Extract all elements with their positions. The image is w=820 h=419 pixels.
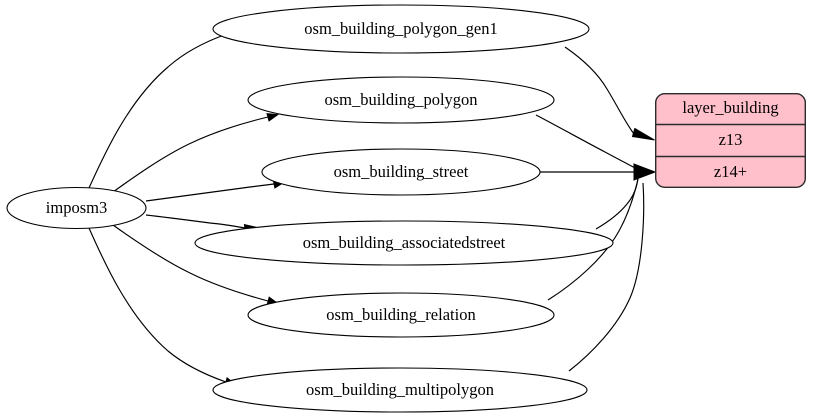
layer-building-z14plus-label: z14+ xyxy=(714,162,747,181)
edge-imposm3-to-street xyxy=(145,183,275,202)
osm-building-relation-label: osm_building_relation xyxy=(326,305,475,324)
osm-building-polygon-gen1-label: osm_building_polygon_gen1 xyxy=(304,19,497,38)
edge-polygon-to-z14plus xyxy=(535,114,636,169)
osm-building-polygon-label: osm_building_polygon xyxy=(324,90,477,109)
node-osm-building-multipolygon[interactable]: osm_building_multipolygon xyxy=(212,367,588,413)
node-osm-building-street[interactable]: osm_building_street xyxy=(261,148,541,196)
edge-associatedstreet-to-z14plus xyxy=(595,177,639,230)
imposm3-label: imposm3 xyxy=(46,198,107,217)
edge-multipolygon-to-z14plus xyxy=(568,182,645,372)
node-osm-building-polygon[interactable]: osm_building_polygon xyxy=(247,76,555,124)
imposm3-ellipse[interactable] xyxy=(6,186,147,230)
edge-imposm3-to-relation xyxy=(112,224,269,302)
edge-imposm3-to-multipolygon xyxy=(88,227,227,383)
arrowhead-z13 xyxy=(631,127,655,141)
node-osm-building-polygon-gen1[interactable]: osm_building_polygon_gen1 xyxy=(212,4,590,54)
edge-polygon-gen1-to-z13 xyxy=(564,46,635,135)
layer-building-name-label: layer_building xyxy=(682,98,778,117)
osm-building-polygon-ellipse[interactable] xyxy=(247,76,555,124)
osm-building-polygon-gen1-ellipse[interactable] xyxy=(212,4,590,54)
arrowhead-polygon xyxy=(266,113,280,122)
osm-building-multipolygon-ellipse[interactable] xyxy=(212,367,588,413)
osm-building-associatedstreet-label: osm_building_associatedstreet xyxy=(303,233,506,252)
edge-group-tables-to-layer xyxy=(535,46,657,372)
osm-building-street-ellipse[interactable] xyxy=(261,148,541,196)
node-imposm3[interactable]: imposm3 xyxy=(6,186,147,230)
layer-building-z13-label: z13 xyxy=(719,130,743,149)
edge-imposm3-to-associatedstreet xyxy=(145,214,246,229)
osm-building-associatedstreet-ellipse[interactable] xyxy=(194,220,614,266)
layer-building-box[interactable] xyxy=(655,92,807,188)
node-osm-building-relation[interactable]: osm_building_relation xyxy=(247,292,555,338)
arrowhead-z14plus xyxy=(633,163,657,181)
edge-relation-to-z14plus xyxy=(547,178,639,301)
osm-building-street-label: osm_building_street xyxy=(334,162,469,181)
node-layer-building-record[interactable]: layer_building z13 z14+ xyxy=(655,92,807,188)
node-osm-building-associatedstreet[interactable]: osm_building_associatedstreet xyxy=(194,220,614,266)
edge-imposm3-to-polygon-gen1 xyxy=(88,33,228,189)
osm-building-relation-ellipse[interactable] xyxy=(247,292,555,338)
edge-imposm3-to-polygon xyxy=(112,116,269,193)
osm-building-multipolygon-label: osm_building_multipolygon xyxy=(306,380,494,399)
